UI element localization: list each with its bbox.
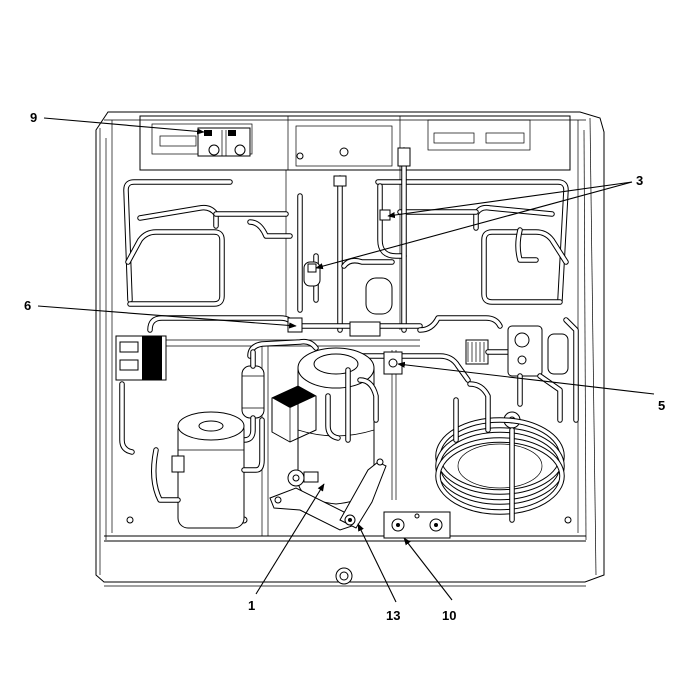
upper-right-coil xyxy=(375,179,569,305)
callout-labels: 9 3 6 5 1 13 10 xyxy=(24,110,665,623)
unit-housing xyxy=(95,111,605,587)
upper-left-coil xyxy=(123,179,293,307)
pressure-switch xyxy=(197,127,251,157)
mounting-bracket xyxy=(269,458,387,531)
relay-box xyxy=(271,385,317,443)
callout-3: 3 xyxy=(636,173,643,188)
right-valve-assembly xyxy=(465,317,579,429)
callout-6: 6 xyxy=(24,298,31,313)
callout-leaders xyxy=(37,117,655,603)
center-compressor xyxy=(287,347,379,505)
callout-5: 5 xyxy=(658,398,665,413)
accumulator xyxy=(241,349,265,443)
service-port-plate xyxy=(383,511,451,539)
center-piping xyxy=(297,147,411,333)
coil-condenser xyxy=(435,381,565,523)
callout-1: 1 xyxy=(248,598,255,613)
contactor-box xyxy=(115,335,167,455)
callout-13: 13 xyxy=(386,608,400,623)
middle-manifold xyxy=(147,315,503,383)
left-compressor xyxy=(151,411,265,529)
callout-10: 10 xyxy=(442,608,456,623)
callout-9: 9 xyxy=(30,110,37,125)
